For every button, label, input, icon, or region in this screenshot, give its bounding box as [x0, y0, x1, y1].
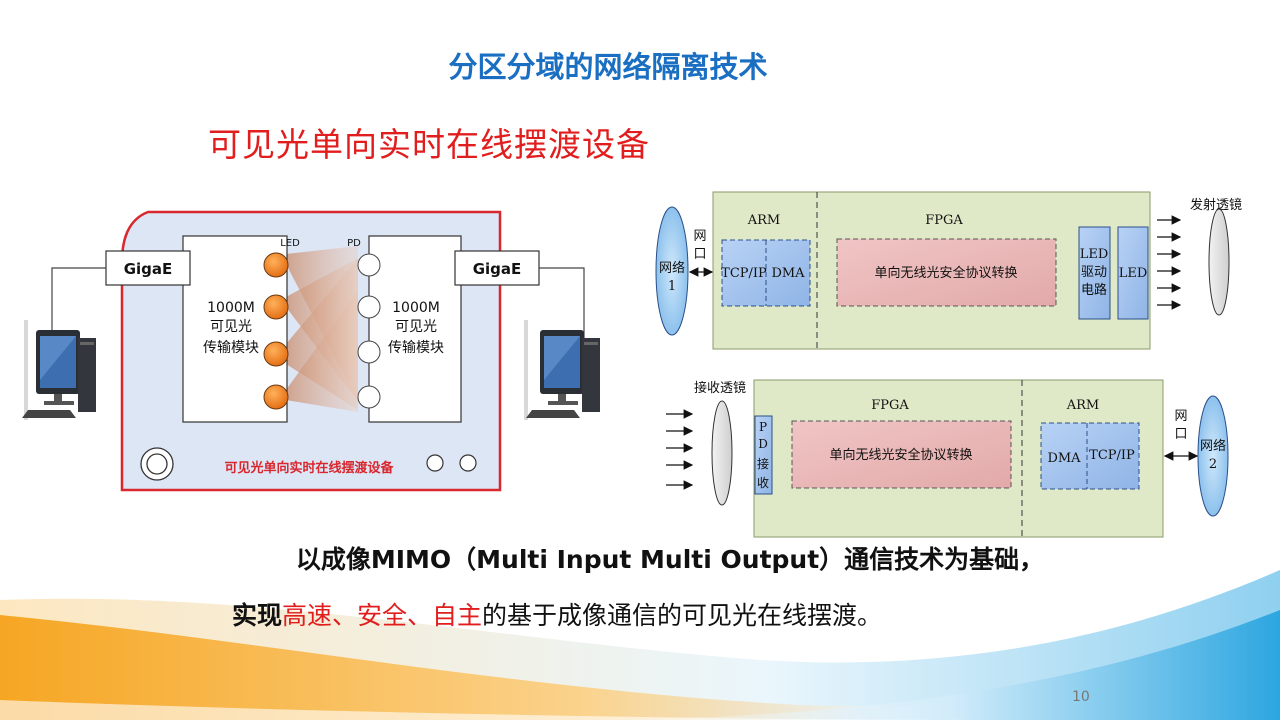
- led-emitter: [263, 384, 289, 410]
- device-button: [459, 454, 477, 472]
- rx-tcpip-label: TCP/IP: [1089, 448, 1135, 463]
- computer-left-icon: [22, 320, 96, 420]
- tx-led-driver-line: LED: [1080, 247, 1109, 262]
- rx-module-line: 传输模块: [388, 340, 444, 356]
- rx-port-label: 口: [1174, 427, 1187, 442]
- network1-label: 网络: [659, 260, 685, 276]
- network2-node: [1197, 395, 1229, 517]
- gige-port-left: [105, 250, 191, 286]
- tx-arm-label: ARM: [747, 213, 781, 228]
- rx-module: [368, 235, 462, 423]
- slide-subtitle: 可见光单向实时在线摆渡设备: [208, 125, 650, 164]
- tx-led-block: [1117, 226, 1149, 320]
- description-highlight: 高速、安全、自主: [282, 601, 483, 630]
- tx-led-driver-block: [1078, 226, 1111, 320]
- tx-protocol-label: 单向无线光安全协议转换: [874, 265, 1017, 281]
- gige-port-right: [454, 250, 540, 286]
- rx-dma-label: DMA: [1047, 451, 1081, 466]
- led-emitter: [263, 341, 289, 367]
- photodiode: [357, 340, 381, 364]
- page-number: 10: [1072, 689, 1090, 705]
- description-line-1: 以成像MIMO（Multi Input Multi Output）通信技术为基础…: [295, 545, 1045, 574]
- rx-pd-char: 接: [757, 456, 769, 471]
- tx-fpga-label: FPGA: [925, 213, 963, 228]
- tx-port-label: 口: [693, 247, 706, 262]
- computer-right-icon: [524, 320, 600, 420]
- cable-left: [51, 267, 106, 345]
- tx-diagram: ARM FPGA TCP/IP DMA 单向无线光安全协议转换 LED 驱动 电…: [655, 191, 1242, 350]
- tx-led-label: LED: [1119, 266, 1148, 281]
- network2-label: 2: [1209, 457, 1217, 472]
- network2-label: 网络: [1200, 438, 1226, 454]
- tx-lens: [1208, 208, 1230, 316]
- rx-arm-label: ARM: [1066, 398, 1100, 413]
- gige-left-label: GigaE: [124, 260, 173, 278]
- led-label: LED: [280, 238, 300, 249]
- photodiode: [357, 295, 381, 319]
- network1-node: [655, 206, 689, 336]
- slide-title: 分区分域的网络隔离技术: [448, 50, 768, 84]
- tx-protocol-block: [836, 238, 1057, 307]
- tx-module-line: 1000M: [207, 300, 255, 316]
- led-emitter: [263, 294, 289, 320]
- tx-module-line: 传输模块: [203, 340, 259, 356]
- tx-dma-label: DMA: [771, 266, 805, 281]
- tx-tcpip-label: TCP/IP: [721, 266, 767, 281]
- led-emitter: [263, 252, 289, 278]
- rx-pd-char: D: [758, 437, 768, 451]
- network1-label: 1: [668, 279, 676, 294]
- tx-led-driver-line: 驱动: [1081, 265, 1107, 280]
- rx-diagram: FPGA ARM P D 接 收 单向无线光安全协议转换 DMA TCP/IP …: [666, 379, 1229, 538]
- tx-module-line: 可见光: [210, 319, 252, 335]
- rx-pd-block: [754, 415, 773, 495]
- rx-protocol-block: [791, 420, 1012, 489]
- rx-lens: [711, 400, 733, 506]
- rx-module-line: 可见光: [395, 319, 437, 335]
- pd-label: PD: [347, 238, 361, 249]
- description-suffix: 的基于成像通信的可见光在线摆渡。: [482, 601, 883, 630]
- rx-port-label: 网: [1174, 409, 1187, 424]
- rx-fpga-label: FPGA: [871, 398, 909, 413]
- rx-arm-block: [1040, 422, 1140, 490]
- device-name-label: 可见光单向实时在线摆渡设备: [224, 460, 394, 476]
- tx-lens-label: 发射透镜: [1190, 197, 1242, 213]
- rx-pd-char: P: [759, 420, 767, 434]
- device-button: [426, 454, 444, 472]
- tx-port-label: 网: [693, 229, 706, 244]
- light-beams: [286, 246, 358, 412]
- tx-led-driver-line: 电路: [1081, 282, 1107, 298]
- rx-protocol-label: 单向无线光安全协议转换: [829, 447, 972, 463]
- rx-pd-char: 收: [757, 476, 769, 490]
- photodiode: [357, 385, 381, 409]
- cable-right: [539, 267, 585, 345]
- rx-lens-label: 接收透镜: [694, 380, 746, 396]
- rx-module-line: 1000M: [392, 300, 440, 316]
- gige-right-label: GigaE: [473, 260, 522, 278]
- description-line-2: 实现高速、安全、自主的基于成像通信的可见光在线摆渡。: [232, 596, 882, 632]
- photodiode: [357, 253, 381, 277]
- description-prefix: 实现: [232, 601, 283, 630]
